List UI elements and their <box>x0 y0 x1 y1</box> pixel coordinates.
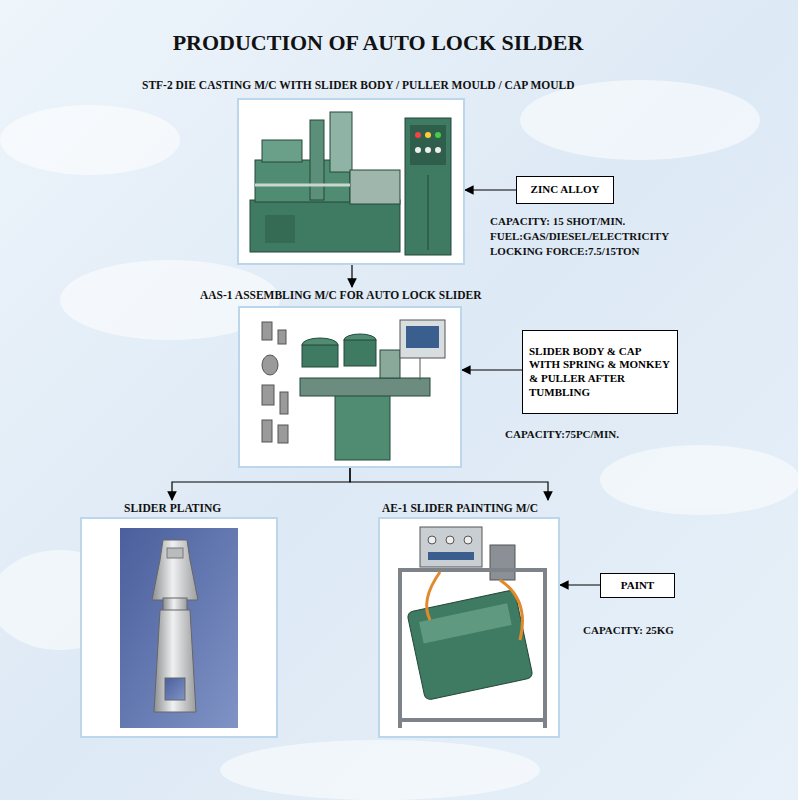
painting-machine <box>400 527 545 728</box>
spec-note: FUEL:GAS/DIESEL/ELECTRICITY <box>490 230 669 242</box>
machine-picture-box: STF-2 DIE CASTING M/C WITH SLIDER BODY /… <box>237 98 465 265</box>
flow-arrow <box>465 189 516 190</box>
material-box: PAINT <box>600 573 675 598</box>
box-text: SLIDER BODY & CAP WITH SPRING & MONKEY &… <box>529 345 671 400</box>
clouds <box>0 80 798 800</box>
box-text: ZINC ALLOY <box>531 183 600 197</box>
machine-heading: SLIDER PLATING <box>124 502 221 514</box>
spec-note: LOCKING FORCE:7.5/15TON <box>490 245 640 257</box>
flow-arrow <box>350 468 548 500</box>
product-picture-box: SLIDER PLATING <box>80 517 278 738</box>
machine-heading: STF-2 DIE CASTING M/C WITH SLIDER BODY /… <box>142 79 575 91</box>
input-parts-box: SLIDER BODY & CAP WITH SPRING & MONKEY &… <box>522 330 678 414</box>
title: PRODUCTION OF AUTO LOCK SILDER <box>173 30 584 56</box>
material-box: ZINC ALLOY <box>516 176 614 204</box>
slider-photo <box>120 528 238 728</box>
machine-picture-box: AE-1 SLIDER PAINTING M/C <box>378 517 560 738</box>
spec-note: CAPACITY: 15 SHOT/MIN. <box>490 215 625 227</box>
flow-arrow <box>462 369 522 370</box>
machine-heading: AAS-1 ASSEMBLING M/C FOR AUTO LOCK SLIDE… <box>200 289 482 301</box>
box-text: PAINT <box>621 579 654 593</box>
flow-arrow <box>172 468 350 500</box>
machine-heading: AE-1 SLIDER PAINTING M/C <box>382 502 538 514</box>
flow-arrow <box>560 584 600 585</box>
die-casting-machine <box>250 112 451 255</box>
spec-note: CAPACITY:75PC/MIN. <box>505 428 619 440</box>
flow-arrow <box>351 265 352 287</box>
spec-note: CAPACITY: 25KG <box>583 624 674 636</box>
machine-picture-box: AAS-1 ASSEMBLING M/C FOR AUTO LOCK SLIDE… <box>238 306 462 468</box>
assembling-machine <box>262 320 445 460</box>
